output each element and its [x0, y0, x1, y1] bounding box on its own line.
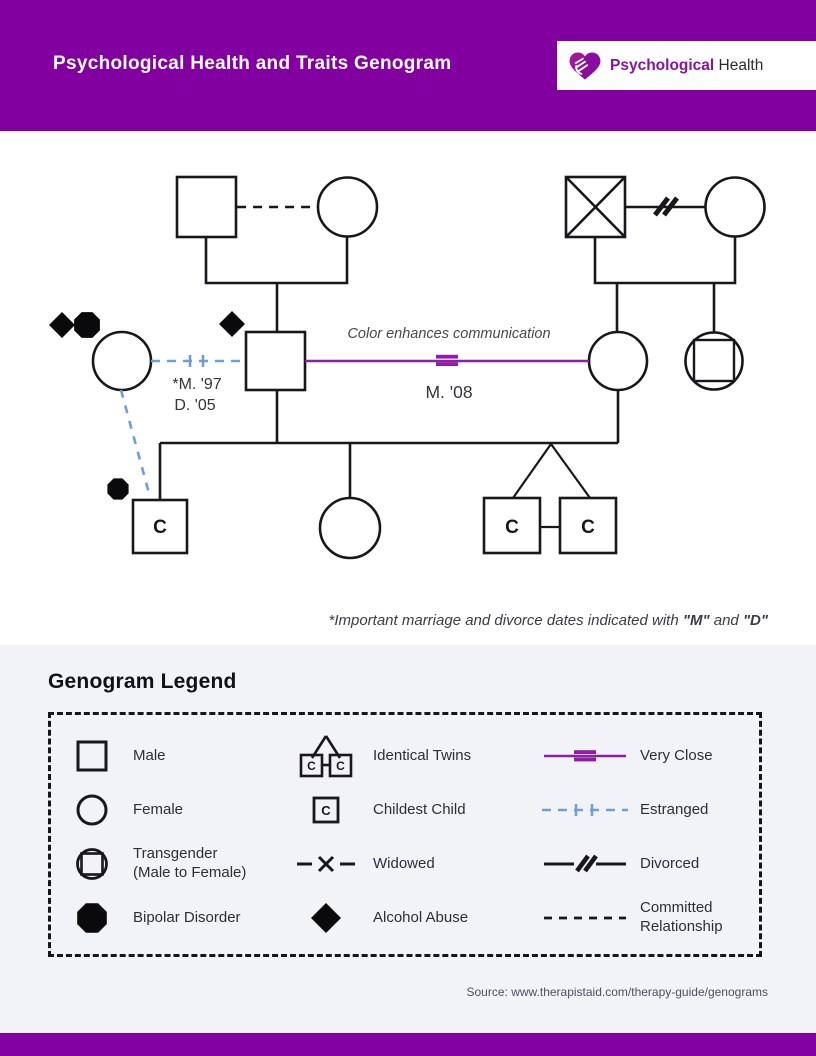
legend-label-divorced: Divorced: [640, 854, 700, 872]
maternal-grandfather-deceased-male-node: [564, 175, 627, 239]
first-divorce-date: D. '05: [174, 397, 215, 414]
legend-label-identical-twins: Identical Twins: [373, 746, 472, 764]
male-square-icon: [51, 739, 133, 773]
childest-son-node: [131, 498, 189, 555]
estranged-line-icon: [539, 802, 631, 818]
female-circle-icon: [51, 793, 133, 827]
footer-bar: [0, 1033, 816, 1056]
mother-female-node: [587, 330, 649, 392]
twin-right-male-node: [558, 496, 618, 555]
twin-letter: C: [336, 759, 345, 773]
page-title: Psychological Health and Traits Genogram: [53, 53, 452, 74]
childest-icon-letter: C: [321, 803, 331, 818]
father-male-node: [244, 330, 307, 392]
legend-label-estranged: Estranged: [640, 800, 709, 818]
very-close-marriage-line: [305, 354, 589, 366]
gen1-left-family-line: [204, 237, 349, 285]
legend-box: Male C C Identical Twins: [48, 712, 762, 957]
genogram-diagram: *M. '97 D. '05 Color enhances communicat…: [49, 175, 766, 560]
legend-title: Genogram Legend: [48, 670, 237, 693]
footnote-text: *Important marriage and divorce dates in…: [328, 612, 683, 629]
transgender-icon: [51, 846, 133, 882]
legend-label-childest-child: Childest Child: [373, 800, 466, 818]
footnote-m: "M": [682, 612, 710, 629]
communication-annotation: Color enhances communication: [347, 326, 550, 342]
legend-label-alcohol: Alcohol Abuse: [373, 908, 469, 926]
gen1-right-family-line: [593, 237, 737, 285]
twin-letter: C: [307, 759, 316, 773]
bipolar-octagon-icon: [51, 902, 133, 934]
brand-logo: Psychological Health: [557, 41, 816, 90]
heart-hand-logo-icon: [569, 52, 601, 80]
very-close-line-icon: [539, 748, 631, 764]
second-marriage-date: M. '08: [425, 382, 472, 402]
legend-label-female: Female: [133, 800, 184, 818]
brand-name-primary: Psychological: [610, 56, 715, 74]
first-wife-female-node: [91, 330, 153, 392]
paternal-grandmother-female-node: [316, 176, 379, 238]
divorced-line-icon: [539, 853, 631, 875]
brand-name: Psychological Health: [610, 57, 763, 75]
childest-child-icon: C: [291, 795, 361, 825]
estranged-parent-child-line: [119, 389, 152, 498]
childest-letter: C: [153, 517, 167, 538]
estranged-relationship-line: [151, 355, 246, 367]
header-banner: Psychological Health and Traits Genogram…: [0, 0, 816, 131]
footnote: *Important marriage and divorce dates in…: [208, 612, 768, 629]
legend-label-male: Male: [133, 746, 166, 764]
first-marriage-date: *M. '97: [172, 376, 221, 393]
alcohol-diamond-icon: [291, 902, 361, 934]
maternal-grandmother-female-node: [704, 176, 766, 238]
widowed-line-icon: [291, 853, 361, 875]
footnote-d: "D": [742, 612, 768, 629]
divorced-slashes-icon: [653, 196, 679, 217]
alcohol-abuse-diamond-icon: [49, 312, 75, 338]
legend-section: Genogram Legend Male C C I: [0, 645, 816, 1033]
transgender-male-to-female-node: [684, 331, 744, 391]
paternal-grandfather-male-node: [175, 175, 238, 239]
identical-twins-lines: [512, 443, 591, 529]
footnote-and: and: [709, 612, 743, 629]
legend-label-widowed: Widowed: [373, 854, 435, 872]
legend-label-bipolar: Bipolar Disorder: [133, 908, 241, 926]
committed-line-icon: [539, 912, 631, 924]
legend-label-committed: Committed Relationship: [640, 899, 723, 935]
legend-label-transgender: Transgender (Male to Female): [133, 845, 247, 881]
source-text: Source: www.therapistaid.com/therapy-gui…: [466, 985, 769, 999]
childest-letter: C: [581, 517, 595, 538]
bipolar-disorder-octagon-icon: [107, 478, 129, 500]
identical-twins-icon: C C: [291, 732, 361, 780]
alcohol-abuse-diamond-icon: [219, 311, 245, 337]
childest-letter: C: [505, 517, 519, 538]
brand-name-secondary: Health: [718, 56, 764, 74]
daughter-female-node: [318, 496, 382, 560]
genogram-canvas: *M. '97 D. '05 Color enhances communicat…: [0, 131, 816, 645]
bipolar-disorder-octagon-icon: [74, 312, 100, 338]
legend-label-very-close: Very Close: [640, 746, 713, 764]
twin-left-male-node: [482, 496, 542, 555]
